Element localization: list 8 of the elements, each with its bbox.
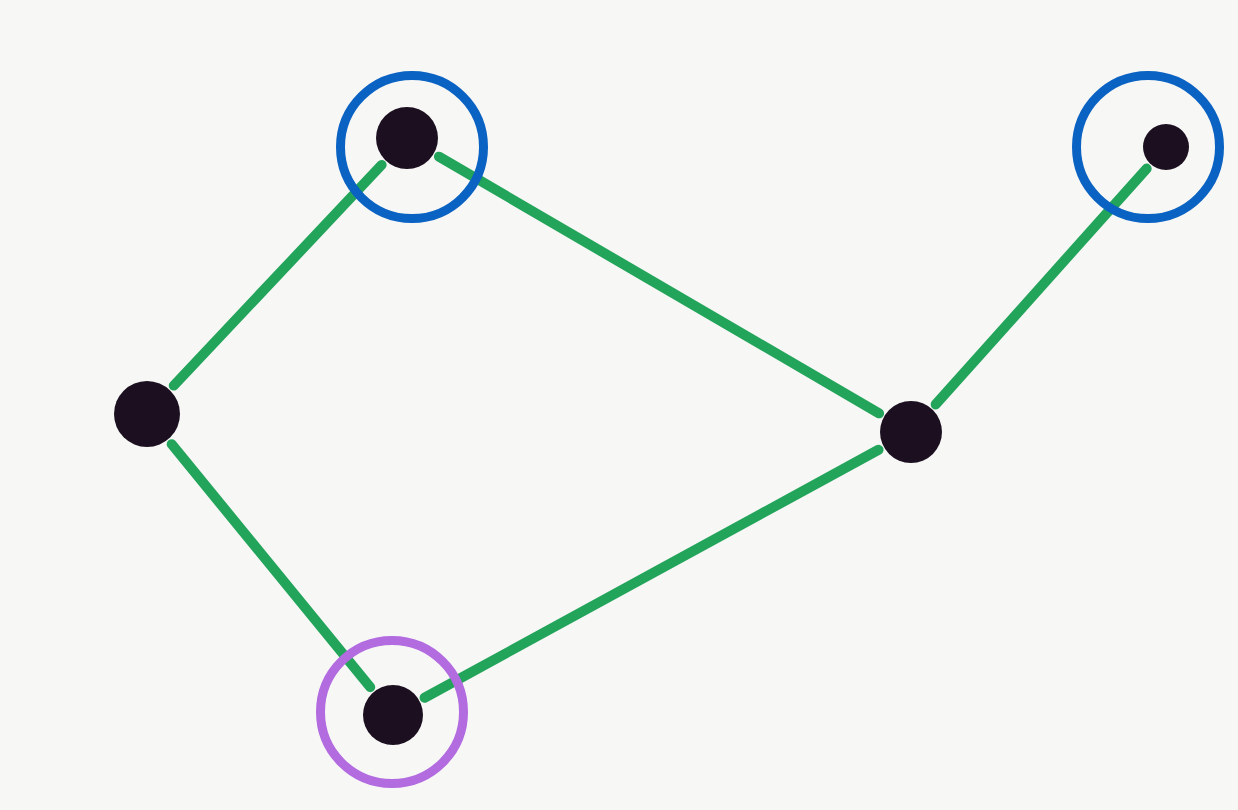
highlight-ring bbox=[316, 636, 468, 788]
connector-line bbox=[433, 151, 885, 419]
highlight-ring bbox=[1072, 71, 1224, 223]
connector-line bbox=[419, 444, 884, 703]
highlight-ring bbox=[336, 71, 488, 223]
connector-line bbox=[930, 163, 1152, 410]
connector-line bbox=[166, 439, 376, 693]
connector-line bbox=[168, 159, 387, 391]
